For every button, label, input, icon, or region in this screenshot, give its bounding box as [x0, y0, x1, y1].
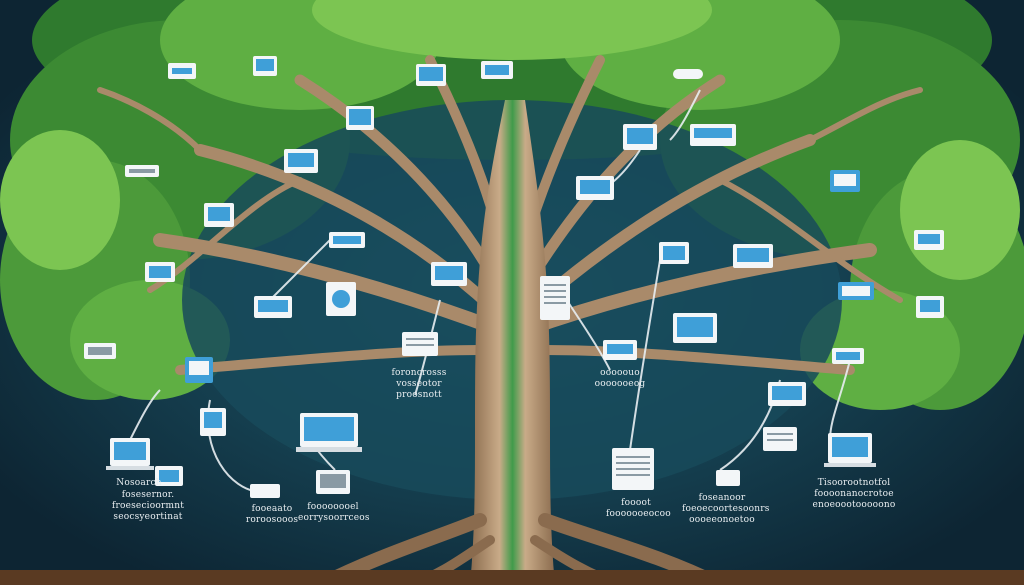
- card-left-15: [250, 484, 280, 498]
- tree-trunk: [470, 100, 555, 585]
- card-left-6: [145, 262, 175, 282]
- device-cards: [84, 56, 944, 498]
- card-left-9: [254, 296, 292, 318]
- card-left-3: [125, 165, 159, 177]
- laptop-1: [296, 413, 362, 452]
- card-top-mid-1: [416, 64, 446, 86]
- card-left-11: [185, 357, 213, 383]
- laptop-2: [106, 438, 154, 470]
- card-right-6: [832, 348, 864, 364]
- card-right-5: [603, 340, 637, 360]
- caption-left-bottom-1: Nosoarch: [116, 478, 162, 488]
- ground: [0, 570, 1024, 585]
- card-left-12: [200, 408, 226, 436]
- tree-canopy: [0, 0, 1024, 410]
- caption-right-bottom: Tisoorootnotfol foooonanocrotoe enoeooot…: [812, 478, 896, 510]
- card-center-2: [659, 242, 689, 264]
- card-center-4: [673, 313, 717, 343]
- caption-right-low-2: foseanoor foeoecoortesoonrs oooeeonoetoo: [682, 493, 770, 525]
- caption-left-mid: foroncrosss vosseotor proosnott: [391, 368, 447, 400]
- card-mid-right-2: [690, 124, 736, 146]
- card-center-5: [402, 332, 438, 356]
- card-left-13: [155, 466, 183, 486]
- card-document-2: [612, 448, 654, 490]
- card-right-4: [916, 296, 944, 318]
- card-center-3: [733, 244, 773, 268]
- card-right-2: [914, 230, 944, 250]
- card-top-left: [168, 63, 196, 79]
- card-left-14: [316, 470, 350, 494]
- card-left-2: [284, 149, 318, 173]
- card-left-8: [326, 282, 356, 316]
- card-center-6: [716, 470, 740, 486]
- card-top-mid-2: [481, 61, 513, 79]
- card-left-4: [204, 203, 234, 227]
- caption-center-left-low-2: foooooooel eorrysoorrceos: [298, 502, 370, 523]
- card-left-10: [84, 343, 116, 359]
- card-mid-right-1: [623, 124, 657, 150]
- card-right-1: [830, 170, 860, 192]
- card-right-8: [763, 427, 797, 451]
- card-left-1: [346, 106, 374, 130]
- card-right-3: [838, 282, 874, 300]
- caption-right-low-1: foooot fooooooeocoo: [606, 498, 671, 519]
- card-left-5: [329, 232, 365, 248]
- card-top-right-1: [673, 69, 703, 79]
- caption-center-left-low-1: fooeaato roroosooos: [245, 504, 299, 525]
- card-center-1: [576, 176, 614, 200]
- card-top-left-2: [253, 56, 277, 76]
- card-left-7: [431, 262, 467, 286]
- caption-left-bottom-2: fosesernor. froesecioormnt seocsyeortina…: [111, 490, 185, 522]
- card-document-1: [540, 276, 570, 320]
- card-right-7: [768, 382, 806, 406]
- laptop-3: [824, 433, 876, 467]
- caption-center-right-mid: ooooouo ooooooeog: [594, 368, 646, 389]
